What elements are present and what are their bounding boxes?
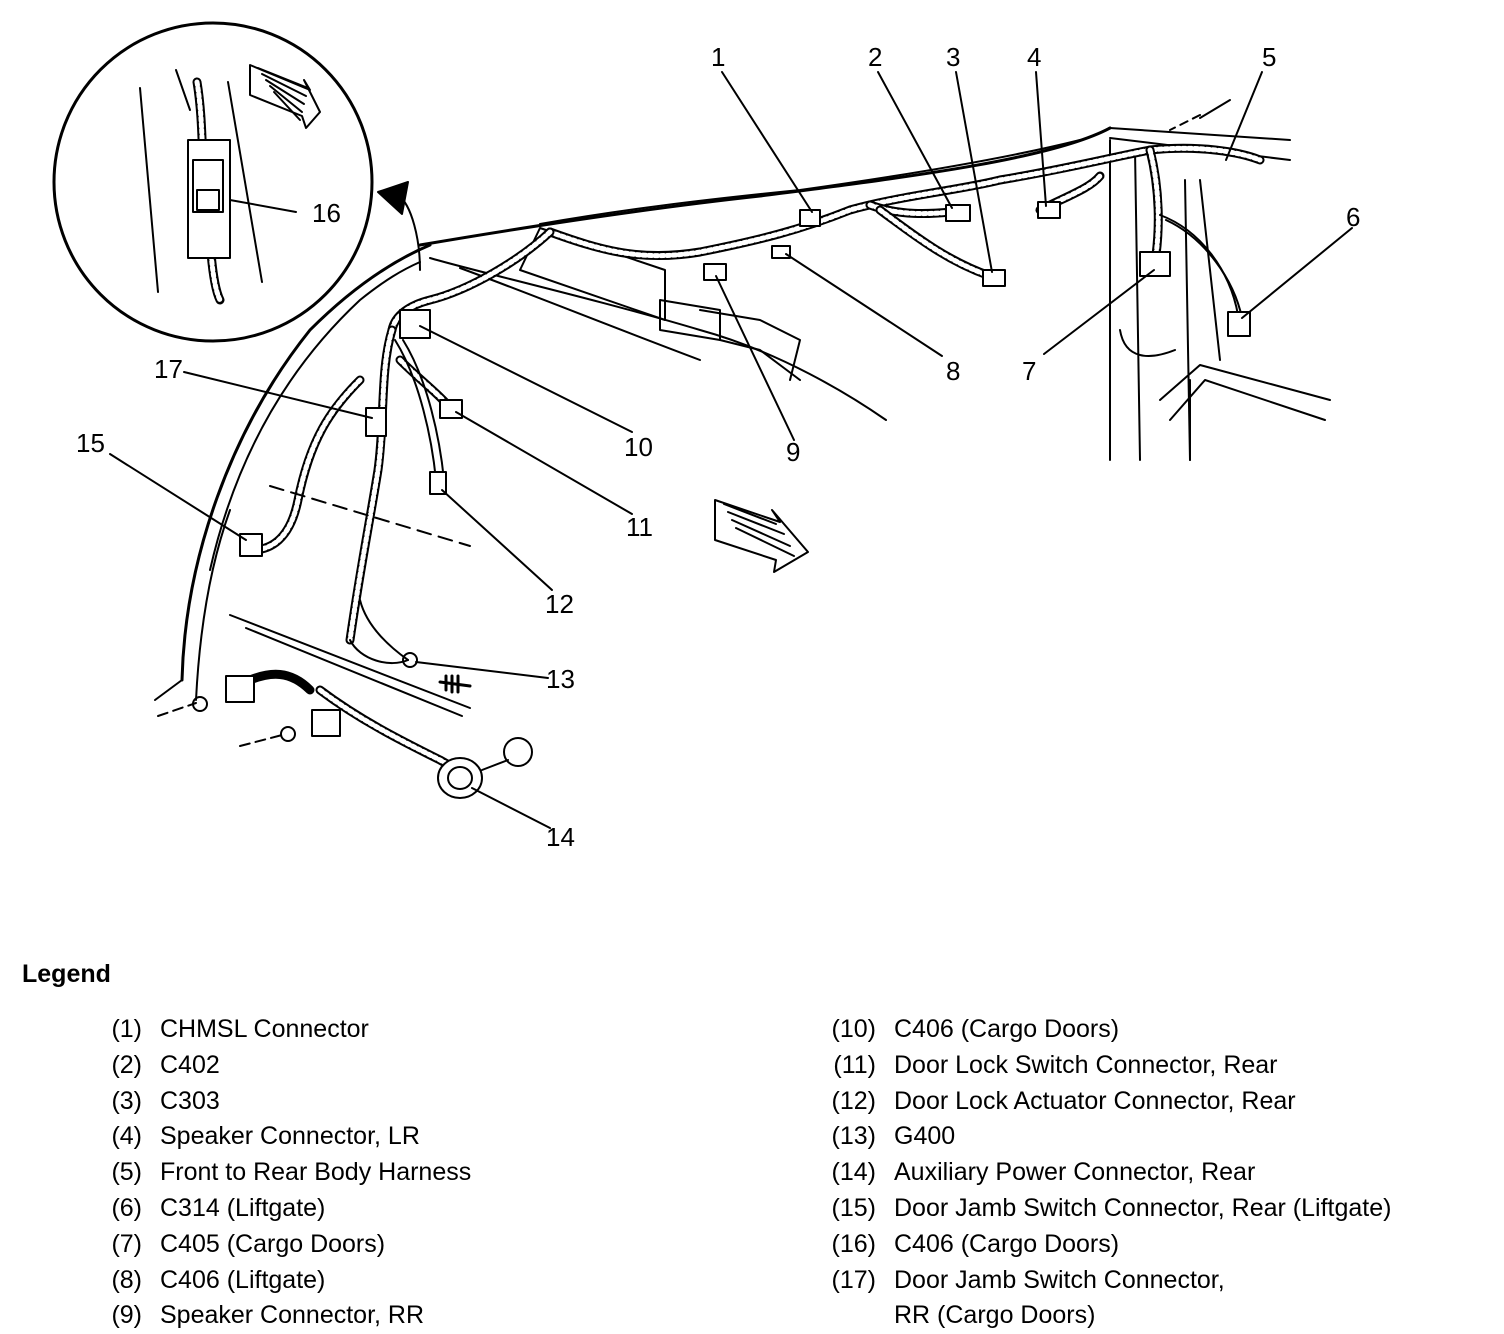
ground-13 [402,652,418,668]
connector-7 [1139,251,1171,277]
callout-10: 10 [624,432,653,462]
legend-number: (12) [831,1086,876,1115]
legend-title: Legend [22,960,111,988]
legend-item: (10) C406 (Cargo Doors) [818,1012,1391,1048]
connector-9 [703,263,727,281]
legend-number: (6) [111,1193,142,1222]
legend-number: (13) [831,1122,876,1151]
callout-5: 5 [1262,42,1276,72]
connector-3 [982,269,1006,287]
callout-14: 14 [546,822,575,852]
legend-number: (17) [831,1265,876,1294]
vehicle-front-arrow [714,499,809,573]
callout-7: 7 [1022,356,1036,386]
legend-label: C406 (Cargo Doors) [894,1229,1120,1258]
legend-item: (2) C402 [84,1048,471,1084]
legend-item: (8) C406 (Liftgate) [84,1263,471,1299]
legend-number: (15) [831,1193,876,1222]
legend-item: (17) Door Jamb Switch Connector, RR (Carg… [818,1263,1391,1334]
legend-number: (16) [831,1229,876,1258]
legend-label: Door Jamb Switch Connector, Rear (Liftga… [894,1193,1392,1222]
callout-1: 1 [711,42,725,72]
legend-number: (14) [831,1158,876,1187]
connector-1 [799,209,821,227]
callout-2: 2 [868,42,882,72]
connector-17 [365,407,387,437]
legend-label: Speaker Connector, RR [160,1301,425,1330]
connector-12 [429,471,447,495]
connector-11 [439,399,463,419]
callout-4: 4 [1027,42,1041,72]
legend-label: C314 (Liftgate) [160,1193,326,1222]
legend-item: (5) Front to Rear Body Harness [84,1155,471,1191]
callout-3: 3 [946,42,960,72]
legend-item: (12) Door Lock Actuator Connector, Rear [818,1084,1391,1120]
connector-8 [771,245,791,259]
legend-number: (11) [833,1050,876,1079]
leader-lines [109,71,1353,829]
front-direction-arrow [249,64,321,129]
legend-item: (1) CHMSL Connector [84,1012,471,1048]
legend-label: Door Lock Switch Connector, Rear [894,1050,1278,1079]
legend-item: (3) C303 [84,1084,471,1120]
connector-10 [399,309,431,339]
callout-labels: 1 2 3 4 5 6 7 8 9 10 11 12 13 14 15 16 1… [76,42,1360,852]
callout-9: 9 [786,437,800,467]
legend-label: Front to Rear Body Harness [160,1158,472,1187]
legend-item: (16) C406 (Cargo Doors) [818,1227,1391,1263]
legend-label: C405 (Cargo Doors) [160,1229,386,1258]
legend-number: (1) [111,1015,142,1043]
callout-15: 15 [76,428,105,458]
legend-label: Speaker Connector, LR [160,1122,420,1151]
legend-item: (14) Auxiliary Power Connector, Rear [818,1155,1391,1191]
callout-12: 12 [545,589,574,619]
legend-item: (15) Door Jamb Switch Connector, Rear (Li… [818,1191,1392,1227]
aux-power-socket-14 [437,757,483,799]
legend-label: Door Lock Actuator Connector, Rear [894,1086,1296,1115]
legend-number: (5) [111,1158,142,1187]
connectors [192,201,1251,799]
legend-label: C402 [160,1050,220,1079]
legend-number: (8) [111,1265,142,1294]
callout-17: 17 [154,354,183,384]
legend-item: (7) C405 (Cargo Doors) [84,1227,471,1263]
legend-label: C406 (Cargo Doors) [894,1015,1120,1043]
legend-number: (3) [111,1086,142,1115]
connector-6 [1227,311,1251,337]
callout-13: 13 [546,664,575,694]
legend-label: CHMSL Connector [160,1015,369,1043]
callout-16: 16 [312,198,341,228]
legend-left-column: (1) CHMSL Connector (2) C402 (3) C303 (4) Sp… [84,1012,471,1334]
legend-item: (4) Speaker Connector, LR [84,1119,471,1155]
connector-2 [945,204,971,222]
callout-8: 8 [946,356,960,386]
connector-4 [1037,201,1061,219]
legend-number: (2) [111,1050,142,1079]
legend-item: (11) Door Lock Switch Connector, Rear [818,1048,1391,1084]
callout-6: 6 [1346,202,1360,232]
legend-label: C406 (Liftgate) [160,1265,326,1294]
legend-item: (9) Speaker Connector, RR [84,1298,471,1334]
legend-right-column: (10) C406 (Cargo Doors) (11) Door Lock Swi… [818,1012,1392,1334]
legend-item: (6) C314 (Liftgate) [84,1191,471,1227]
legend-label: Auxiliary Power Connector, Rear [894,1158,1256,1187]
legend-number: (10) [831,1015,876,1043]
legend-label: Door Jamb Switch Connector, RR (Cargo Do… [894,1265,1225,1330]
wiring-diagram: 1 2 3 4 5 6 7 8 9 10 11 12 13 14 15 16 1… [52,21,1360,852]
callout-11: 11 [626,512,653,542]
legend-item: (13) G400 [818,1119,1391,1155]
legend-label: G400 [894,1122,956,1151]
legend-number: (4) [111,1122,142,1151]
legend-label: C303 [160,1086,220,1115]
detail-inset [52,21,374,343]
legend-number: (9) [111,1301,142,1330]
legend-number: (7) [111,1229,142,1258]
